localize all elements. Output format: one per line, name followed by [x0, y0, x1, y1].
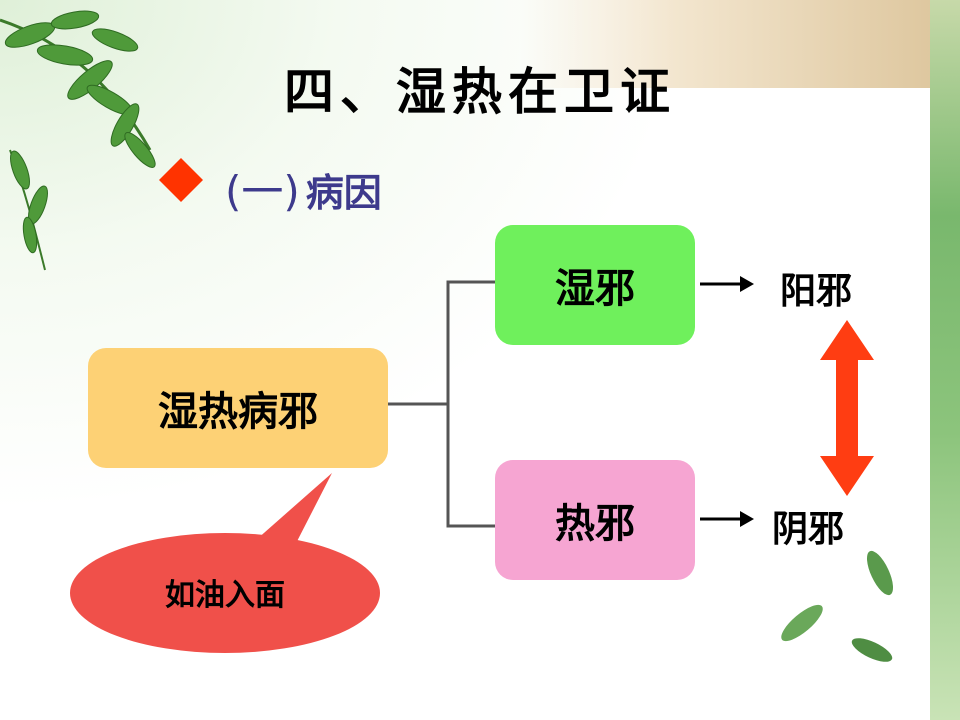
top-decor-band [520, 0, 960, 88]
leaves-decoration-bottom [781, 550, 894, 662]
heat-evil-box: 热邪 [495, 460, 695, 580]
diamond-bullet-icon [159, 158, 203, 202]
yin-evil-label: 阴邪 [772, 508, 845, 550]
section-heading: 病因 [305, 171, 382, 215]
section-subtitle: (一)病因 [225, 158, 382, 219]
callout-bubble [70, 473, 380, 653]
slide-title: 四、湿热在卫证 [284, 62, 676, 121]
damp-evil-label: 湿邪 [555, 265, 635, 312]
tree-connector [388, 280, 495, 528]
callout-text: 如油入面 [165, 578, 285, 613]
damp-evil-box: 湿邪 [495, 225, 695, 345]
arrow-right-icon [700, 276, 754, 292]
root-label: 湿热病邪 [158, 388, 318, 435]
section-number: (一) [225, 167, 300, 216]
yang-evil-label: 阳邪 [780, 270, 853, 312]
heat-evil-label: 热邪 [555, 500, 635, 547]
leaves-decoration [0, 10, 156, 271]
root-box: 湿热病邪 [88, 348, 388, 468]
double-arrow-icon [820, 320, 874, 496]
arrow-right-icon [700, 511, 754, 527]
right-green-edge [930, 0, 960, 720]
